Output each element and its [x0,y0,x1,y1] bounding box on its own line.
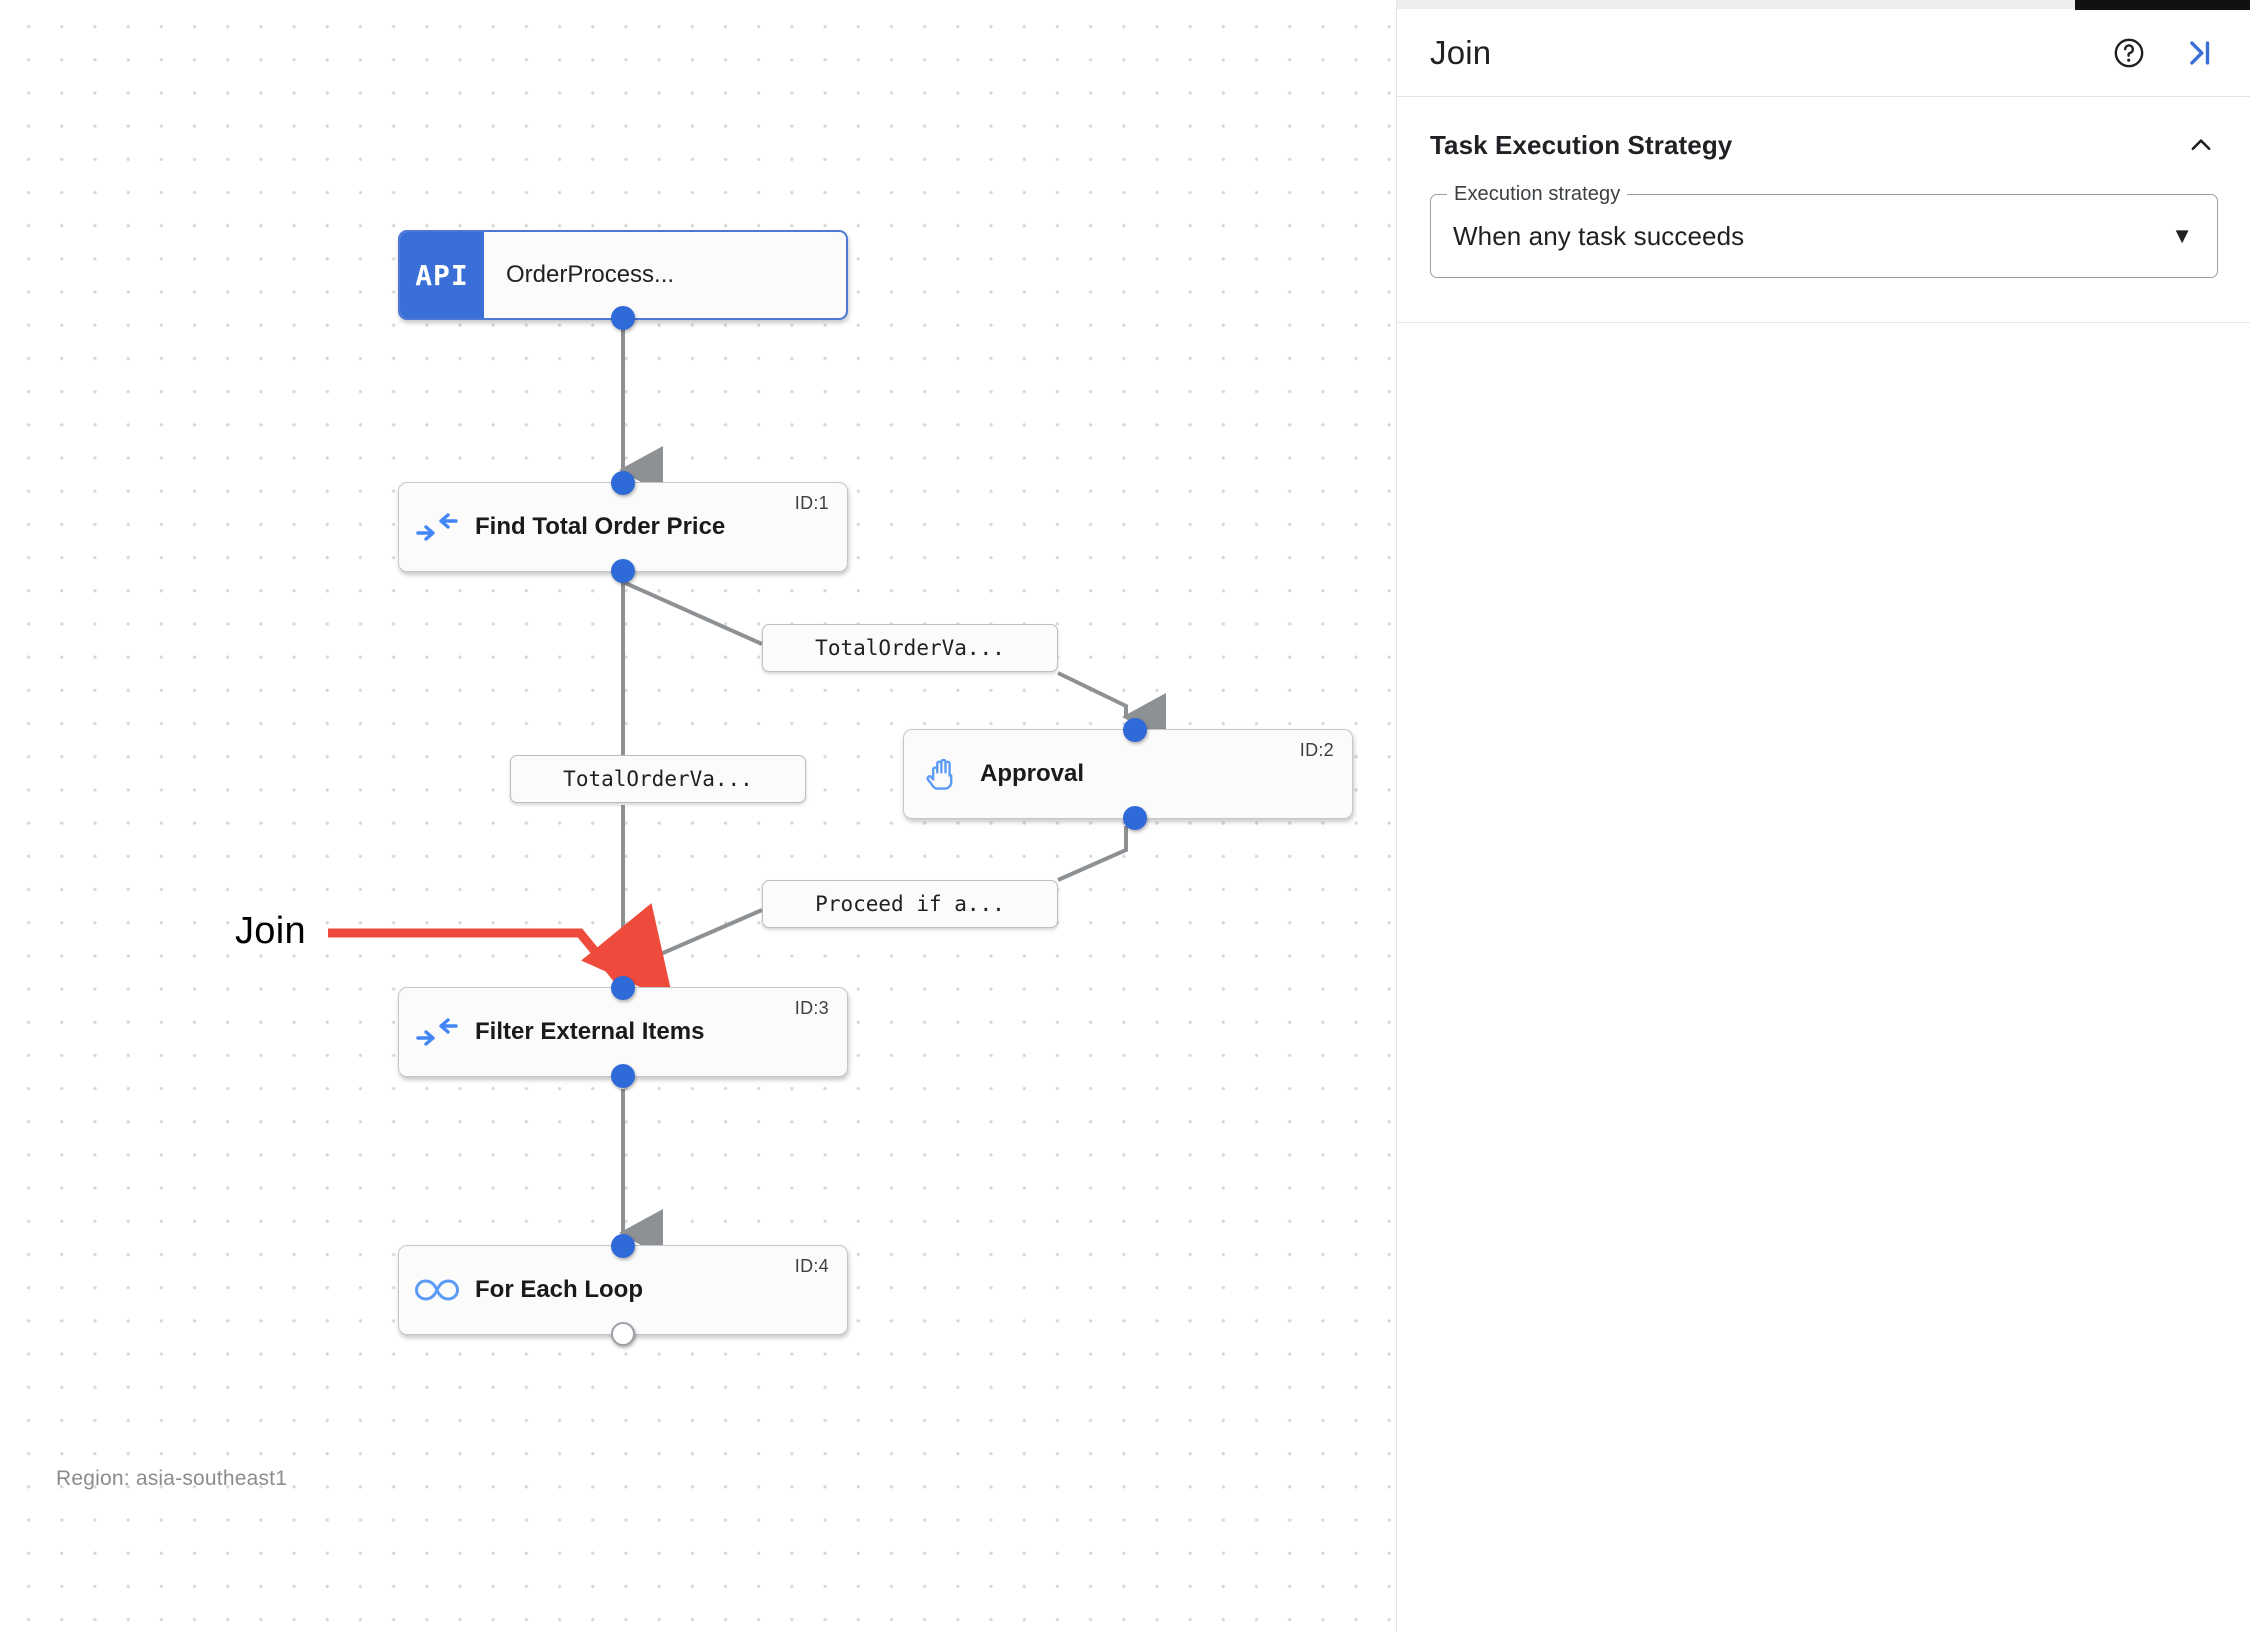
edge-approval-to-filter [1057,826,1128,882]
panel-top-strip [1397,0,2250,9]
node-output-port[interactable] [611,1064,635,1088]
chevron-up-icon[interactable] [2184,128,2218,162]
edge-find-to-approval [621,572,763,646]
api-badge-icon: API [400,232,484,318]
task-execution-strategy-section: Task Execution Strategy Execution strate… [1397,98,2250,323]
node-title: OrderProcess... [506,261,675,288]
node-approval[interactable]: Approval ID:2 [903,718,1353,830]
node-orderprocess[interactable]: API OrderProcess... [398,230,848,330]
section-title: Task Execution Strategy [1430,129,1733,160]
panel-header: Join [1397,9,2250,97]
edge-label-proceed-if-approved[interactable]: Proceed if a... [762,880,1058,928]
node-output-port[interactable] [1123,806,1147,830]
node-id-label: ID:3 [794,998,829,1018]
merge-arrows-icon [399,1017,475,1047]
node-title: Find Total Order Price [475,513,726,540]
node-join-input-port[interactable] [611,976,635,1000]
region-label: Region: asia-southeast1 [56,1467,288,1490]
infinity-icon [399,1277,475,1303]
help-circle-icon[interactable] [2107,31,2151,75]
workflow-canvas[interactable]: API OrderProcess... Find Total Order Pri… [0,0,1396,1632]
node-id-label: ID:4 [794,1256,829,1276]
node-title: For Each Loop [475,1276,643,1303]
node-output-port[interactable] [611,306,635,330]
node-title: Approval [980,760,1085,787]
edge-label-total-order-value-left[interactable]: TotalOrderVa... [510,755,806,803]
dropdown-arrow-icon[interactable]: ▼ [2171,223,2193,248]
annotation-arrow [328,903,674,1003]
window-top-tab [2075,0,2250,10]
annotation-label-join: Join [235,910,306,952]
node-input-port[interactable] [1123,718,1147,742]
edge-label-text: Proceed if a... [815,892,1005,916]
edge-label-total-order-value-right[interactable]: TotalOrderVa... [762,624,1058,672]
node-find-total-order-price[interactable]: Find Total Order Price ID:1 [398,471,848,583]
merge-arrows-icon [399,512,475,542]
node-output-port[interactable] [611,559,635,583]
edge-label-text: TotalOrderVa... [563,767,753,791]
node-id-label: ID:2 [1299,740,1334,760]
collapse-right-icon[interactable] [2177,31,2221,75]
properties-panel: Join Task Execution Strategy [1396,0,2250,1632]
node-title: Filter External Items [475,1018,705,1045]
node-id-label: ID:1 [794,493,829,513]
execution-strategy-label: Execution strategy [1447,183,1628,205]
node-for-each-loop[interactable]: For Each Loop ID:4 [398,1234,848,1346]
node-input-port[interactable] [611,471,635,495]
section-header[interactable]: Task Execution Strategy [1430,128,2218,162]
node-input-port[interactable] [611,1234,635,1258]
hand-icon [904,754,980,794]
edge-find-to-approval-2 [1057,671,1166,741]
execution-strategy-value: When any task succeeds [1453,220,1745,251]
edge-approval-to-filter-2 [639,908,763,965]
node-loop-output-port[interactable] [611,1322,635,1346]
node-filter-external-items[interactable]: Filter External Items ID:3 [398,976,848,1088]
edge-label-text: TotalOrderVa... [815,636,1005,660]
execution-strategy-select[interactable]: Execution strategy When any task succeed… [1430,183,2218,278]
panel-title: Join [1430,33,1492,71]
